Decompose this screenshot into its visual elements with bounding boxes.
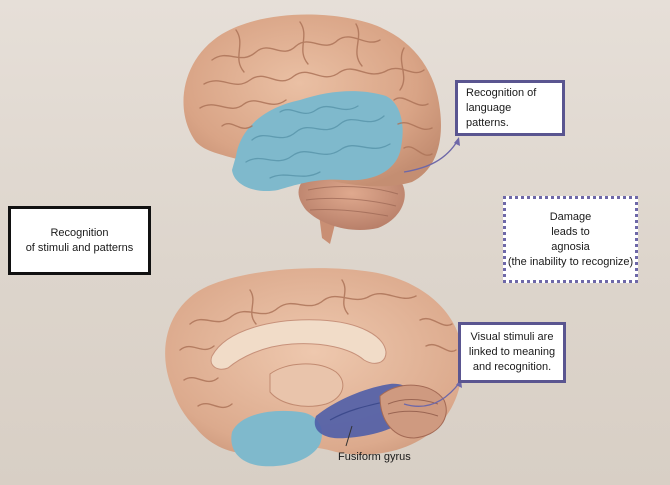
recognition-stimuli-line1: Recognition xyxy=(50,226,109,239)
visual-stimuli-line2: linked to meaning xyxy=(468,346,556,358)
language-patterns-line1: Recognition of xyxy=(466,86,537,99)
language-patterns-box: Recognition of language patterns. xyxy=(455,80,565,136)
medial-brain xyxy=(165,268,463,467)
language-callout-line xyxy=(403,139,459,173)
language-patterns-line2: language patterns. xyxy=(466,101,512,129)
visual-stimuli-line3: and recognition. xyxy=(472,361,552,373)
agnosia-line1: Damage xyxy=(549,210,592,223)
visual-stimuli-box: Visual stimuli are linked to meaning and… xyxy=(458,322,566,383)
fusiform-gyrus-label: Fusiform gyrus xyxy=(338,451,411,463)
visual-stimuli-line1: Visual stimuli are xyxy=(470,331,554,343)
temporal-lobe-highlight xyxy=(232,91,403,192)
agnosia-line3: agnosia xyxy=(551,240,590,253)
agnosia-box: Damage leads to agnosia (the inability t… xyxy=(503,196,638,283)
recognition-stimuli-box: Recognition of stimuli and patterns xyxy=(8,206,151,275)
visual-callout-line xyxy=(403,381,461,407)
lateral-brain xyxy=(183,14,460,244)
medial-temporal-highlight xyxy=(231,410,322,467)
agnosia-line2: leads to xyxy=(551,225,590,238)
agnosia-line4: (the inability to recognize) xyxy=(507,255,634,268)
corpus-callosum xyxy=(210,319,387,370)
recognition-stimuli-line2: of stimuli and patterns xyxy=(25,241,134,254)
